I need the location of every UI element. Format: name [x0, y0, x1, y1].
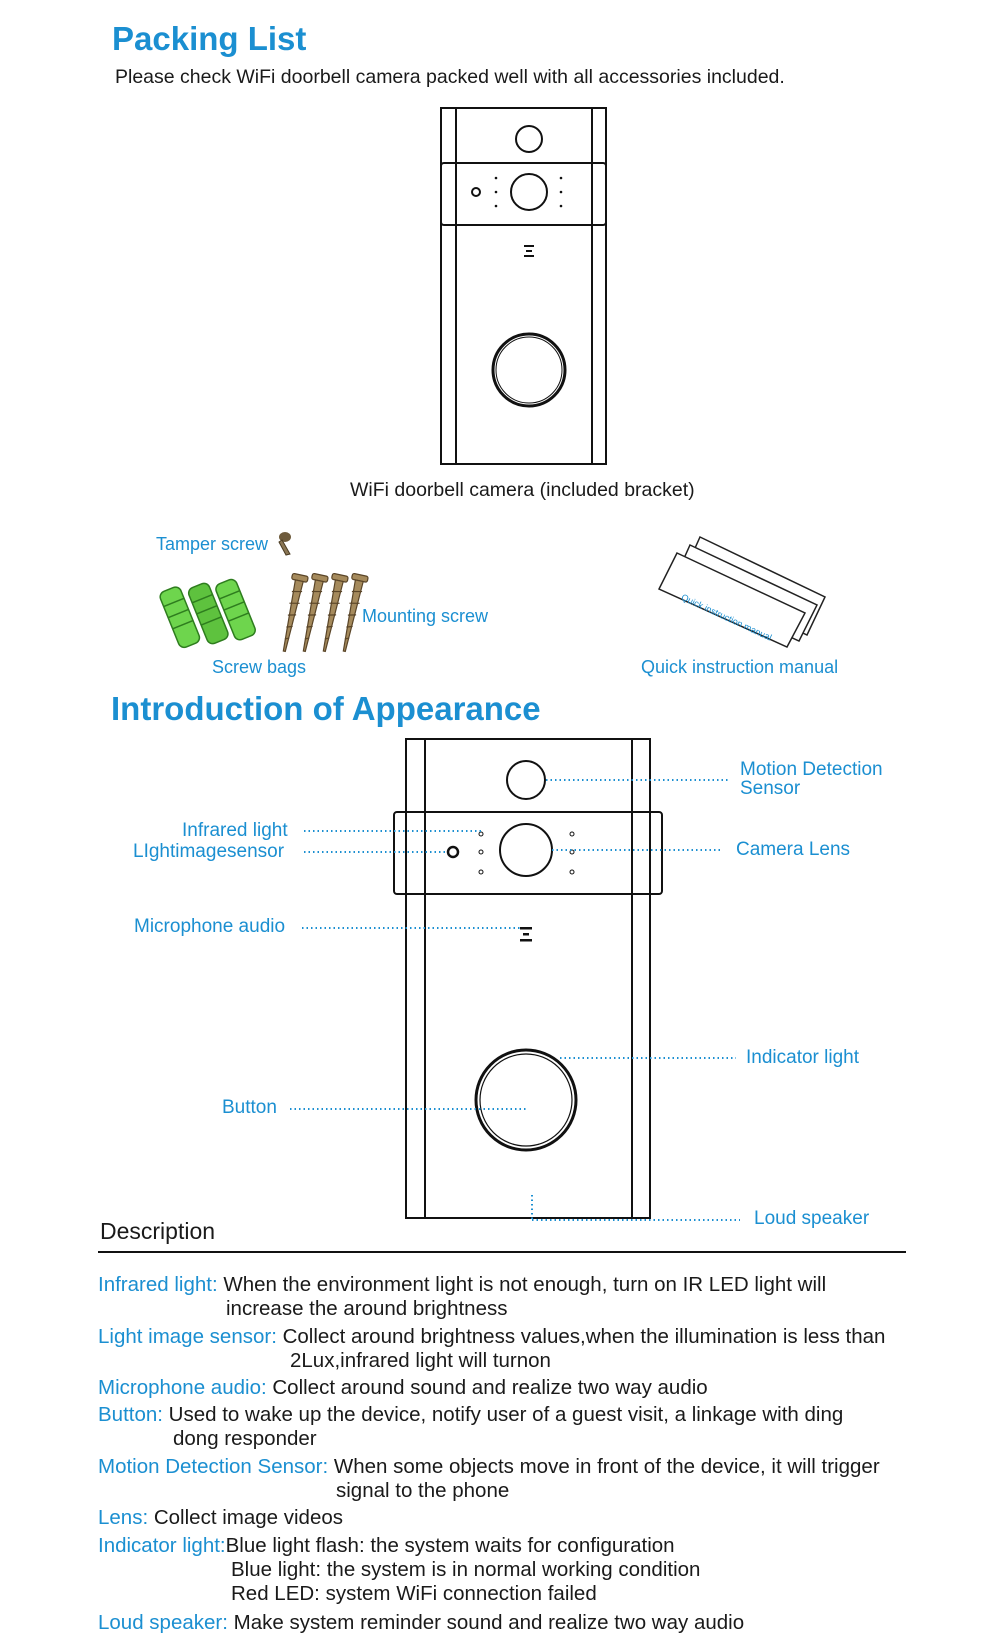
quick-manual-icon	[657, 535, 826, 648]
desc-key: Light image sensor:	[98, 1325, 277, 1348]
camera-lens-label: Camera Lens	[736, 839, 851, 860]
tamper-screw-label: Tamper screw	[156, 534, 269, 554]
desc-microphone-audio: Microphone audio: Collect around sound a…	[98, 1376, 708, 1400]
desc-cont: Red LED: system WiFi connection failed	[231, 1582, 597, 1605]
desc-text: Make system reminder sound and realize t…	[227, 1611, 745, 1634]
desc-text: Used to wake up the device, notify user …	[162, 1403, 844, 1426]
screw-bags-label: Screw bags	[212, 657, 307, 677]
desc-text: When some objects move in front of the d…	[328, 1455, 880, 1478]
screw-bags-icon	[159, 578, 256, 649]
desc-cont: signal to the phone	[336, 1479, 510, 1502]
doorbell-diagram	[290, 738, 740, 1221]
packing-list-title: Packing List	[112, 20, 307, 57]
desc-text: Collect around brightness values,when th…	[276, 1325, 886, 1348]
microphone-label: Microphone audio	[134, 916, 286, 937]
desc-key: Microphone audio:	[98, 1376, 267, 1399]
desc-key: Infrared light:	[98, 1273, 218, 1296]
doorbell-camera-illustration	[440, 107, 607, 465]
mounting-screw-label: Mounting screw	[362, 606, 489, 626]
description-title: Description	[100, 1218, 216, 1244]
desc-text: Blue light flash: the system waits for c…	[225, 1534, 675, 1557]
desc-key: Loud speaker:	[98, 1611, 228, 1634]
infrared-light-label: Infrared light	[182, 820, 288, 841]
desc-cont: dong responder	[173, 1427, 317, 1450]
motion-sensor-label-line2: Sensor	[740, 778, 801, 799]
desc-indicator-light: Indicator light:Blue light flash: the sy…	[98, 1534, 700, 1605]
desc-text: Collect around sound and realize two way…	[266, 1376, 708, 1399]
appearance-title: Introduction of Appearance	[111, 690, 541, 727]
doorbell-camera-caption: WiFi doorbell camera (included bracket)	[350, 479, 695, 501]
desc-text: When the environment light is not enough…	[217, 1273, 827, 1296]
loud-speaker-label: Loud speaker	[754, 1208, 870, 1229]
desc-motion-detection-sensor: Motion Detection Sensor: When some objec…	[98, 1455, 880, 1502]
desc-text: Collect image videos	[148, 1506, 343, 1529]
motion-sensor-label-line1: Motion Detection	[740, 759, 883, 780]
desc-key: Motion Detection Sensor:	[98, 1455, 329, 1478]
desc-cont: increase the around brightness	[226, 1297, 508, 1320]
motion-sensor-label: Motion Detection Sensor	[740, 760, 883, 798]
desc-key: Button:	[98, 1403, 163, 1426]
mounting-screws-icon	[282, 573, 369, 653]
desc-light-image-sensor: Light image sensor: Collect around brigh…	[98, 1325, 886, 1372]
desc-button: Button: Used to wake up the device, noti…	[98, 1403, 844, 1450]
indicator-light-label: Indicator light	[746, 1047, 860, 1068]
desc-key: Lens:	[98, 1506, 149, 1529]
packing-list-subtitle: Please check WiFi doorbell camera packed…	[115, 66, 785, 88]
quick-manual-label: Quick instruction manual	[641, 657, 839, 677]
desc-loud-speaker: Loud speaker: Make system reminder sound…	[98, 1611, 744, 1635]
desc-infrared-light: Infrared light: When the environment lig…	[98, 1273, 827, 1320]
desc-cont: 2Lux,infrared light will turnon	[290, 1349, 551, 1372]
description-divider	[98, 1251, 906, 1253]
button-label: Button	[222, 1097, 277, 1118]
tamper-screw-icon	[278, 532, 291, 556]
desc-cont: Blue light: the system is in normal work…	[231, 1558, 701, 1581]
light-image-sensor-label: LIghtimagesensor	[133, 841, 285, 862]
desc-lens: Lens: Collect image videos	[98, 1506, 343, 1530]
desc-key: Indicator light:	[98, 1534, 226, 1557]
